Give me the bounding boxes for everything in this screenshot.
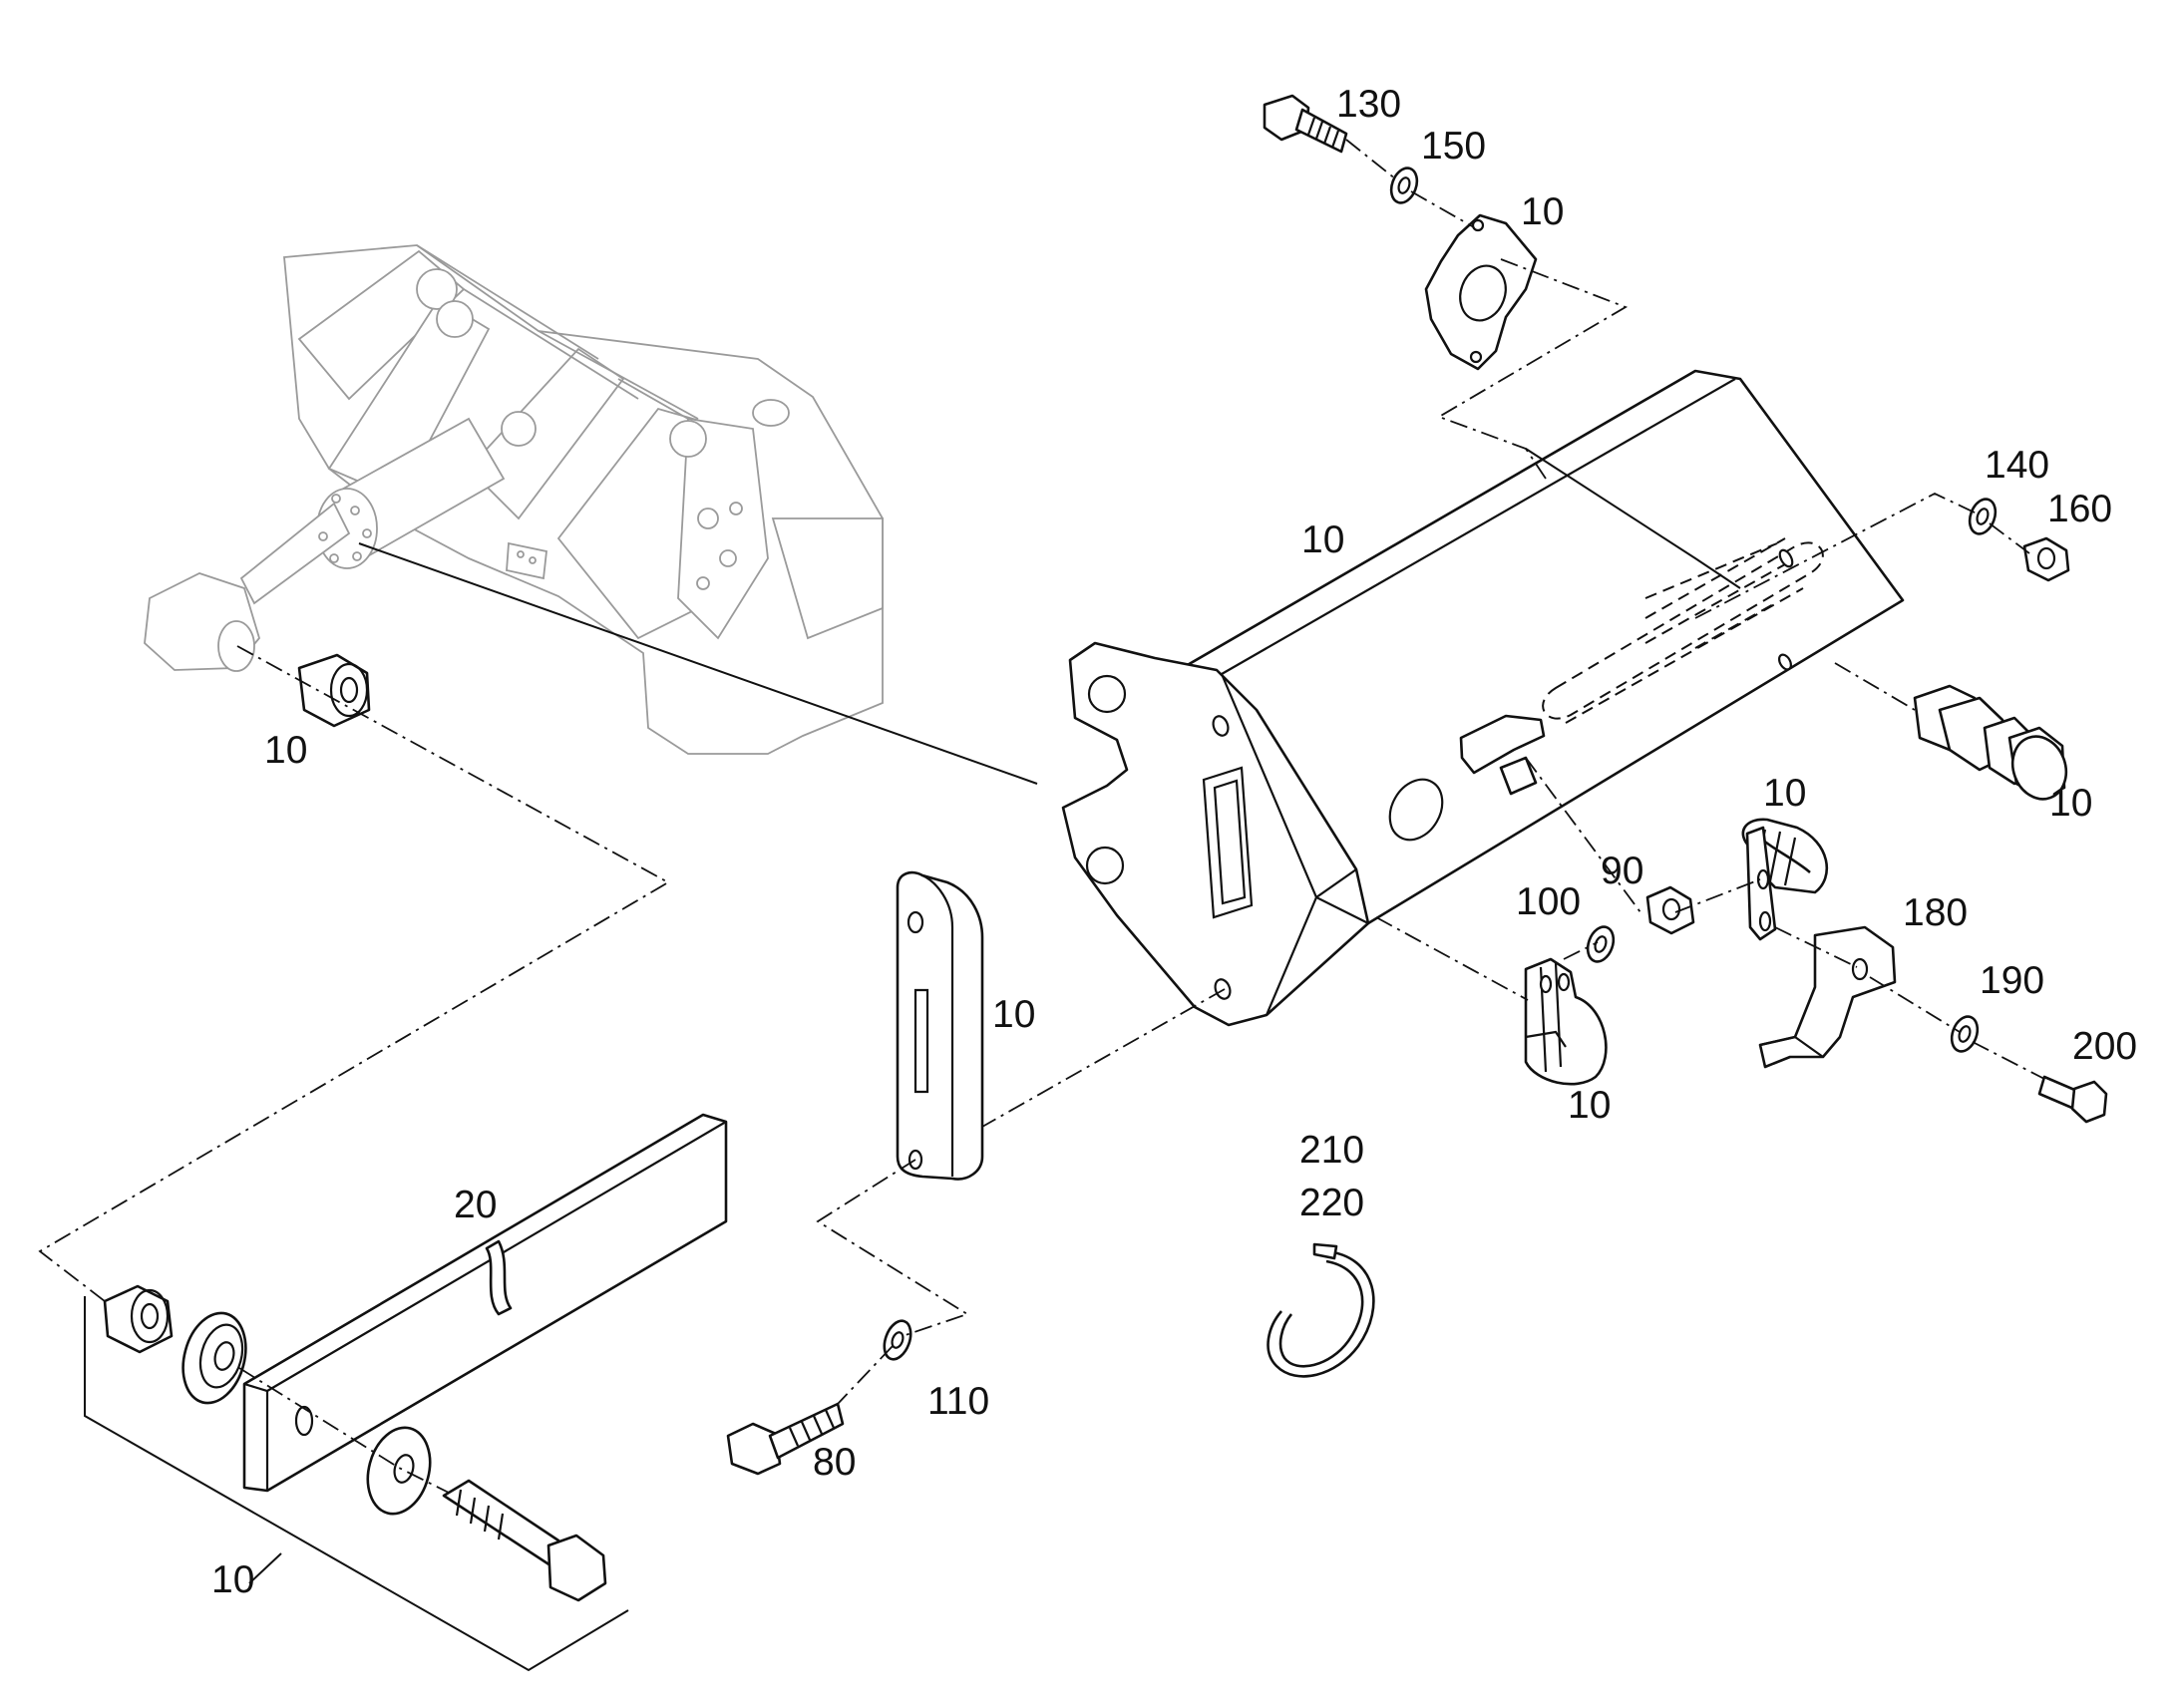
label-100: 100 [1516,880,1581,923]
label-160: 160 [2047,488,2112,530]
bracket-180 [1758,925,1897,1069]
machine-frame-ghost [144,244,884,755]
wear-strip-kit [242,1113,728,1493]
label-10-clip-top: 10 [1763,772,1806,815]
label-20: 20 [454,1184,497,1226]
label-140: 140 [1985,444,2049,487]
label-130: 130 [1336,83,1401,126]
label-180: 180 [1903,891,1968,934]
tube-bracket [1061,369,1905,1027]
bolt-80 [726,1402,845,1476]
bolt-kit [442,1479,607,1602]
bolt-130 [1263,94,1348,154]
washer-kit-large [182,1311,247,1405]
label-150: 150 [1421,125,1486,168]
label-190: 190 [1980,959,2044,1002]
flange-plate [1424,213,1538,371]
locator-line [358,542,1038,785]
label-90: 90 [1601,850,1643,892]
washer-110 [883,1319,912,1361]
label-10-kit: 10 [211,1558,254,1601]
callout-labels: 130 150 10 10 140 160 10 10 10 90 100 18… [211,83,2137,1601]
explode-lines [38,139,2045,1672]
nut-90 [1645,885,1695,935]
nut-160 [2022,536,2070,582]
washer-150 [1389,167,1419,204]
label-110: 110 [927,1380,989,1423]
retaining-ring [1267,1242,1375,1378]
label-200: 200 [2072,1025,2137,1068]
label-80: 80 [813,1441,856,1484]
label-10-tube: 10 [1301,518,1344,561]
hose-clip-bottom [1524,957,1608,1086]
label-10-plate: 10 [1521,190,1564,233]
label-10-clip-bottom: 10 [1568,1084,1611,1127]
bolt-200 [2037,1075,2108,1124]
washer-100 [1586,925,1616,963]
label-10-spacer: 10 [992,993,1035,1036]
hydraulic-coupling [1913,684,2068,801]
washer-140 [1968,498,1998,535]
label-210: 210 [1299,1129,1364,1172]
nut-left [297,653,371,728]
washer-190 [1950,1015,1980,1053]
spacer-block [896,870,984,1181]
nut-kit [103,1284,174,1354]
label-220: 220 [1299,1182,1364,1224]
washer-kit-lower [366,1426,432,1516]
label-10-nut-left: 10 [264,729,307,772]
hose-clip-top [1741,818,1829,941]
label-10-coupling: 10 [2049,782,2092,825]
